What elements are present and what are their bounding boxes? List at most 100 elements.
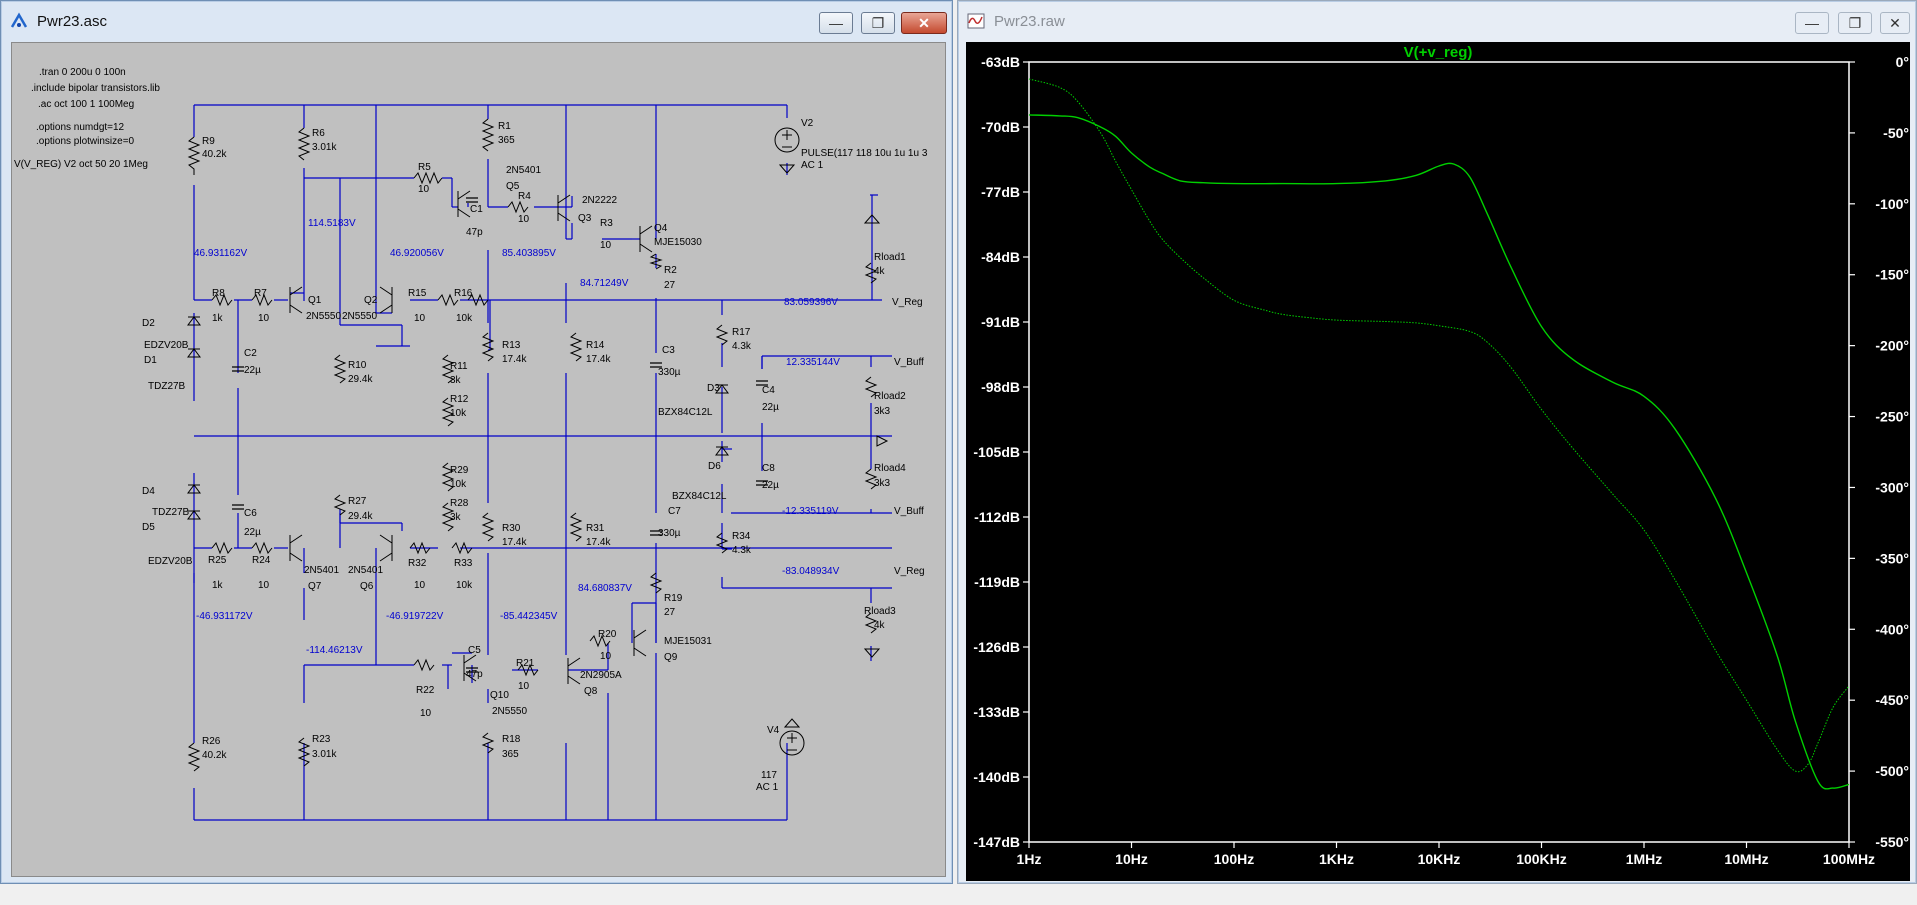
value-R1[interactable]: 365 <box>498 135 515 146</box>
value-C4[interactable]: 22µ <box>762 402 779 413</box>
value-D2[interactable]: EDZV20B <box>144 340 189 351</box>
schematic-minimize-button[interactable]: — <box>819 12 853 34</box>
label-R6[interactable]: R6 <box>312 128 325 139</box>
label-Q2-model[interactable]: 2N5550 <box>342 311 377 322</box>
magnitude-trace[interactable] <box>1028 114 1850 790</box>
value-R13[interactable]: 17.4k <box>502 354 527 365</box>
label-Q6[interactable]: Q6 <box>360 581 374 592</box>
label-Q1[interactable]: Q1 <box>308 295 322 306</box>
label-D4[interactable]: D4 <box>142 486 155 497</box>
value-Rload4[interactable]: 3k3 <box>874 478 891 489</box>
value-D5[interactable]: EDZV20B <box>148 556 193 567</box>
value-R33[interactable]: 10k <box>456 580 473 591</box>
schematic-drawing[interactable]: R9 40.2k R6 3.01k R1 365 R5 10 2N5401 Q5… <box>12 43 945 876</box>
value-R7[interactable]: 10 <box>258 313 270 324</box>
value-R18[interactable]: 365 <box>502 749 519 760</box>
value-R22[interactable]: 10 <box>420 708 432 719</box>
node-voltage-13[interactable]: -46.931172V <box>196 611 253 622</box>
value-R17[interactable]: 4.3k <box>732 341 752 352</box>
waveform-close-button[interactable]: ✕ <box>1880 12 1910 34</box>
directive-ac[interactable]: .ac oct 100 1 100Meg <box>38 99 135 110</box>
node-voltage-14[interactable]: -114.46213V <box>306 645 363 656</box>
value-Rload1[interactable]: 4k <box>874 266 886 277</box>
label-Q4-model[interactable]: MJE15030 <box>654 237 702 248</box>
label-V4[interactable]: V4 <box>767 725 780 736</box>
value-D1[interactable]: TDZ27B <box>148 381 186 392</box>
label-C6[interactable]: C6 <box>244 508 257 519</box>
label-R9[interactable]: R9 <box>202 136 215 147</box>
node-voltage-7[interactable]: 12.335144V <box>786 357 840 368</box>
label-D3[interactable]: D3 <box>707 383 720 394</box>
label-R12[interactable]: R12 <box>450 394 469 405</box>
node-voltage-5[interactable]: 84.71249V <box>580 278 629 289</box>
value-D3[interactable]: BZX84C12L <box>658 407 713 418</box>
value-C6[interactable]: 22µ <box>244 527 261 538</box>
phase-trace[interactable] <box>1028 78 1850 773</box>
value-R11[interactable]: 3k <box>450 375 462 386</box>
label-D5[interactable]: D5 <box>142 522 155 533</box>
value-D4[interactable]: TDZ27B <box>152 507 190 518</box>
schematic-close-button[interactable]: ✕ <box>901 12 947 34</box>
label-R34[interactable]: R34 <box>732 531 751 542</box>
label-Rload1[interactable]: Rload1 <box>874 252 906 263</box>
node-voltage-4[interactable]: 85.403895V <box>502 248 556 259</box>
value-R19[interactable]: 27 <box>664 607 676 618</box>
label-D2[interactable]: D2 <box>142 318 155 329</box>
schematic-canvas[interactable]: .tran 0 200u 0 100n .include bipolar tra… <box>11 42 946 877</box>
value-V2-pulse[interactable]: PULSE(117 118 10u 1u 1u 3 <box>801 148 928 159</box>
value-C7[interactable]: 330µ <box>658 528 681 539</box>
label-Rload2[interactable]: Rload2 <box>874 391 906 402</box>
value-R30[interactable]: 17.4k <box>502 537 527 548</box>
label-C1[interactable]: C1 <box>470 204 483 215</box>
net-label-vbuff-bottom[interactable]: V_Buff <box>894 506 924 517</box>
value-R24[interactable]: 10 <box>258 580 270 591</box>
label-R19[interactable]: R19 <box>664 593 683 604</box>
label-R8[interactable]: R8 <box>212 288 225 299</box>
label-Q9[interactable]: Q9 <box>664 652 678 663</box>
node-voltage-10[interactable]: 84.680837V <box>578 583 632 594</box>
label-Rload4[interactable]: Rload4 <box>874 463 906 474</box>
label-R13[interactable]: R13 <box>502 340 521 351</box>
value-C5[interactable]: 47p <box>466 669 483 680</box>
value-R4[interactable]: 10 <box>518 214 530 225</box>
value-Rload3[interactable]: 4k <box>874 620 886 631</box>
value-V4-ac[interactable]: AC 1 <box>756 782 779 793</box>
label-C5[interactable]: C5 <box>468 645 481 656</box>
node-voltage-12[interactable]: -46.919722V <box>386 611 444 622</box>
node-voltage-2[interactable]: 114.5183V <box>308 218 356 229</box>
waveform-titlebar[interactable]: Pwr23.raw — ❐ ✕ <box>958 1 1916 41</box>
label-Q8-model[interactable]: 2N2905A <box>580 670 622 681</box>
directive-tran[interactable]: .tran 0 200u 0 100n <box>39 67 126 78</box>
value-R9[interactable]: 40.2k <box>202 149 227 160</box>
label-R31[interactable]: R31 <box>586 523 605 534</box>
label-R25[interactable]: R25 <box>208 555 227 566</box>
value-R2[interactable]: 27 <box>664 280 676 291</box>
label-C7[interactable]: C7 <box>668 506 681 517</box>
schematic-window[interactable]: Pwr23.asc — ❐ ✕ .tran 0 200u 0 100n .inc… <box>0 0 953 884</box>
label-R3[interactable]: R3 <box>600 218 613 229</box>
net-label-vreg-top[interactable]: V_Reg <box>892 297 923 308</box>
value-R21[interactable]: 10 <box>518 681 530 692</box>
net-label-vreg-bottom[interactable]: V_Reg <box>894 566 925 577</box>
label-Q5-model[interactable]: 2N5401 <box>506 165 541 176</box>
node-voltage-8[interactable]: -12.335119V <box>782 506 839 517</box>
directive-plotwinsize[interactable]: .options plotwinsize=0 <box>36 136 135 147</box>
node-voltage-6[interactable]: 83.059396V <box>784 297 838 308</box>
label-R4[interactable]: R4 <box>518 191 531 202</box>
label-Q7-model[interactable]: 2N5401 <box>304 565 339 576</box>
label-C8[interactable]: C8 <box>762 463 775 474</box>
value-R20[interactable]: 10 <box>600 651 612 662</box>
value-C2[interactable]: 22µ <box>244 365 261 376</box>
label-R1[interactable]: R1 <box>498 121 511 132</box>
value-R34[interactable]: 4.3k <box>732 545 752 556</box>
label-R14[interactable]: R14 <box>586 340 605 351</box>
label-R20[interactable]: R20 <box>598 629 617 640</box>
net-label-vbuff-top[interactable]: V_Buff <box>894 357 924 368</box>
label-Q3-model[interactable]: 2N2222 <box>582 195 617 206</box>
value-R8[interactable]: 1k <box>212 313 224 324</box>
waveform-minimize-button[interactable]: — <box>1795 12 1829 34</box>
label-Q8[interactable]: Q8 <box>584 686 598 697</box>
value-R31[interactable]: 17.4k <box>586 537 611 548</box>
value-D6[interactable]: BZX84C12L <box>672 491 727 502</box>
label-D1[interactable]: D1 <box>144 355 157 366</box>
